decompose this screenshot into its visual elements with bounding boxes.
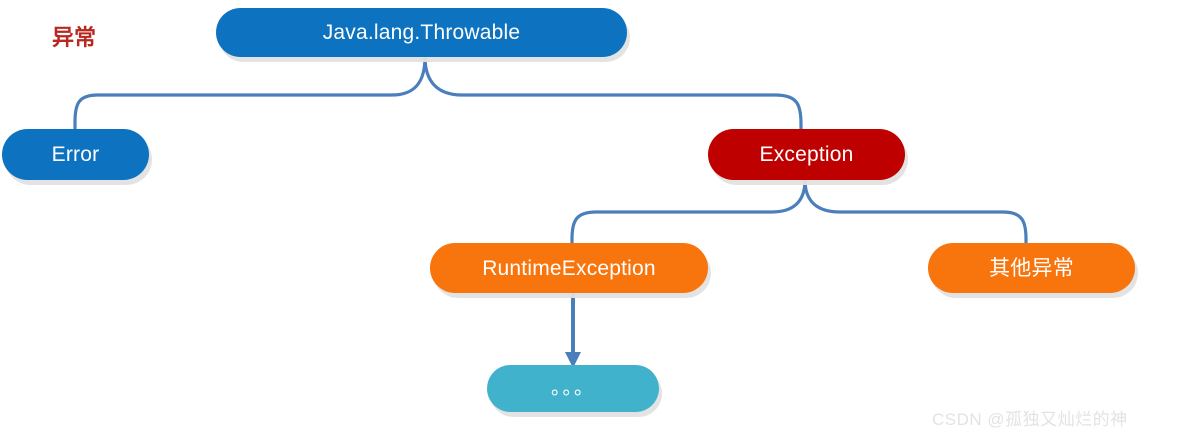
node-throwable[interactable]: Java.lang.Throwable (216, 8, 627, 57)
node-runtime-exception[interactable]: RuntimeException (430, 243, 708, 293)
edge-exception-to-other-exception (803, 178, 1028, 248)
node-exception-label: Exception (759, 143, 854, 166)
node-other-exception[interactable]: 其他异常 (928, 243, 1135, 293)
node-ellipsis-label: 。。。 (550, 378, 595, 399)
edge-exception-to-runtime-exception (570, 178, 807, 248)
node-throwable-label: Java.lang.Throwable (322, 21, 521, 44)
node-error-label: Error (51, 143, 100, 166)
node-ellipsis[interactable]: 。。。 (487, 365, 659, 412)
edge-runtime-exception-to-ellipsis (565, 293, 581, 368)
watermark: CSDN @孤独又灿烂的神 (932, 410, 1128, 429)
edge-throwable-to-exception (423, 55, 803, 133)
edge-throwable-to-error (73, 55, 427, 133)
node-error[interactable]: Error (2, 129, 149, 180)
page-title: 异常 (52, 25, 97, 50)
node-exception[interactable]: Exception (708, 129, 905, 180)
node-runtime-exception-label: RuntimeException (482, 256, 656, 280)
node-other-exception-label: 其他异常 (989, 256, 1074, 280)
